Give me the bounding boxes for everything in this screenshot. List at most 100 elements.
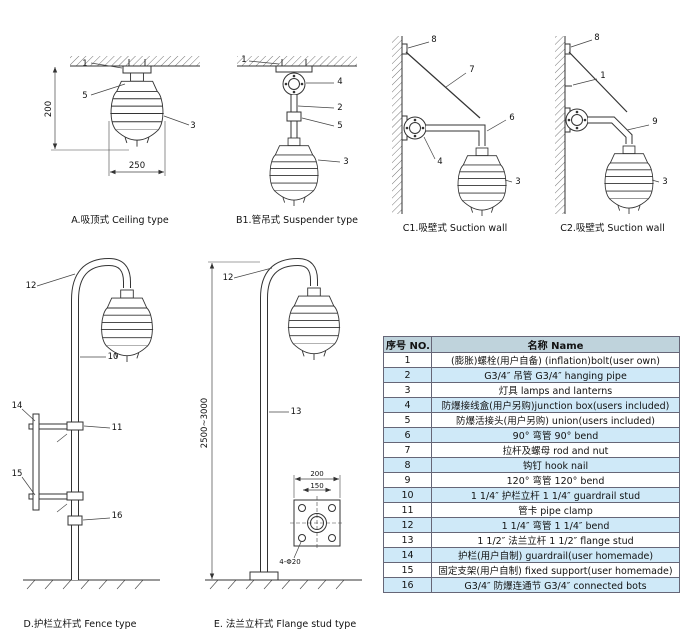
leader-line <box>90 83 126 96</box>
ceiling-hatch <box>237 56 357 66</box>
leader-line <box>572 78 598 86</box>
lamp-drawing <box>268 137 320 207</box>
leader-line <box>445 72 467 88</box>
callout-label: 13 <box>291 407 302 417</box>
leader-line <box>626 124 650 131</box>
cell-no: 5 <box>383 412 432 428</box>
cell-no: 15 <box>383 562 432 578</box>
tie-rod-drawing <box>568 51 628 113</box>
lamp-drawing <box>603 145 655 215</box>
cell-name: G3/4″ 防爆连通节 G3/4″ connected bots <box>431 577 680 593</box>
callout-label: 10 <box>108 352 119 362</box>
cell-name: 90° 弯管 90° bend <box>431 427 680 443</box>
cell-no: 6 <box>383 427 432 443</box>
callout-label: 3 <box>662 177 667 187</box>
cell-no: 11 <box>383 502 432 518</box>
support-bracket-drawing <box>56 503 68 513</box>
arm-pipe-drawing <box>426 124 486 146</box>
leader-line <box>21 476 36 496</box>
junction-box-drawing <box>565 108 589 132</box>
ceiling-hatch <box>70 56 200 66</box>
leader-line <box>301 117 335 127</box>
ground-hatch <box>23 579 160 590</box>
cell-name: 防爆接线盒(用户另购)junction box(users included) <box>431 397 680 413</box>
cell-name: 灯具 lamps and lanterns <box>431 382 680 398</box>
table-header-row: 序号 NO. 名称 Name <box>383 336 680 353</box>
wall-hatch <box>392 36 402 214</box>
callout-label: 1 <box>82 59 87 69</box>
cell-name: 管卡 pipe clamp <box>431 502 680 518</box>
parts-table: 序号 NO. 名称 Name 1(膨胀)螺栓(用户自备) (inflation)… <box>383 336 680 593</box>
leader-line <box>82 517 111 521</box>
dimension-label-height: 200 <box>44 101 54 117</box>
pipe-clamp-drawing <box>66 491 84 501</box>
table-header-name: 名称 Name <box>431 336 680 353</box>
caption-c2: C2.吸壁式 Suction wall <box>560 223 665 234</box>
callout-label: 9 <box>652 117 657 127</box>
junction-box-drawing <box>403 116 427 140</box>
lamp-drawing <box>109 72 165 148</box>
mounting-plate <box>275 65 313 73</box>
cell-name: 固定支架(用户自制) fixed support(user homemade) <box>431 562 680 578</box>
dimension-label-flange-inner: 150 <box>310 482 323 490</box>
cell-name: 防爆活接头(用户另购) union(users included) <box>431 412 680 428</box>
callout-label: 3 <box>190 121 195 131</box>
pole-drawing <box>71 257 131 580</box>
mounting-plate <box>122 65 152 74</box>
callout-label: 14 <box>12 401 23 411</box>
cell-no: 10 <box>383 487 432 503</box>
callout-label: 6 <box>509 113 514 123</box>
connected-joint-drawing <box>67 515 83 526</box>
pipe-clamp-drawing <box>66 421 84 431</box>
table-header-no: 序号 NO. <box>383 336 432 353</box>
callout-label: 11 <box>112 423 123 433</box>
callout-label: 7 <box>469 65 474 75</box>
cell-name: 1 1/4″ 护栏立杆 1 1/4″ guardrail stud <box>431 487 680 503</box>
union-drawing <box>286 111 302 122</box>
leader-line <box>83 425 111 429</box>
cell-name: 护栏(用户自制) guardrail(user homemade) <box>431 547 680 563</box>
cell-no: 16 <box>383 577 432 593</box>
dimension-label-pole-height: 2500~3000 <box>200 398 210 448</box>
cell-no: 1 <box>383 352 432 368</box>
callout-label: 5 <box>82 91 87 101</box>
cell-no: 14 <box>383 547 432 563</box>
dimension-label-flange-outer: 200 <box>310 470 323 478</box>
fence-post-drawing <box>32 413 40 511</box>
hook-nail-drawing <box>401 43 408 55</box>
figure-d-fence-type: 12 10 14 11 15 16 <box>12 257 160 590</box>
callout-label: 12 <box>223 273 234 283</box>
figure-c1-suction-wall: 8 7 6 4 3 <box>392 35 521 217</box>
caption-a: A.吸顶式 Ceiling type <box>71 215 169 226</box>
callout-label: 1 <box>241 55 246 65</box>
callout-label: 1 <box>600 71 605 81</box>
ground-hatch <box>205 579 362 590</box>
lamp-drawing <box>456 147 508 217</box>
hook-nail-drawing <box>564 43 571 55</box>
callout-label: 2 <box>337 103 342 113</box>
figure-c2-suction-wall: 8 1 9 3 <box>555 33 668 215</box>
callout-label: 8 <box>594 33 599 43</box>
cell-no: 12 <box>383 517 432 533</box>
tie-rod-drawing <box>405 51 481 119</box>
figure-b1-suspender-type: 1 4 2 5 3 <box>237 55 357 207</box>
leader-line <box>293 541 302 559</box>
flange-detail-drawing: 200 150 4-Φ20 <box>279 470 344 566</box>
figure-a-ceiling-type: 1 5 3 200 250 <box>44 56 200 176</box>
cell-name: 1 1/4″ 弯管 1 1/4″ bend <box>431 517 680 533</box>
leader-line <box>651 179 660 183</box>
cell-no: 9 <box>383 472 432 488</box>
caption-c1: C1.吸壁式 Suction wall <box>402 223 508 234</box>
leader-line <box>407 41 430 49</box>
callout-label: 15 <box>12 469 23 479</box>
callout-label: 5 <box>337 121 342 131</box>
leader-line <box>233 267 273 279</box>
cell-no: 4 <box>383 397 432 413</box>
